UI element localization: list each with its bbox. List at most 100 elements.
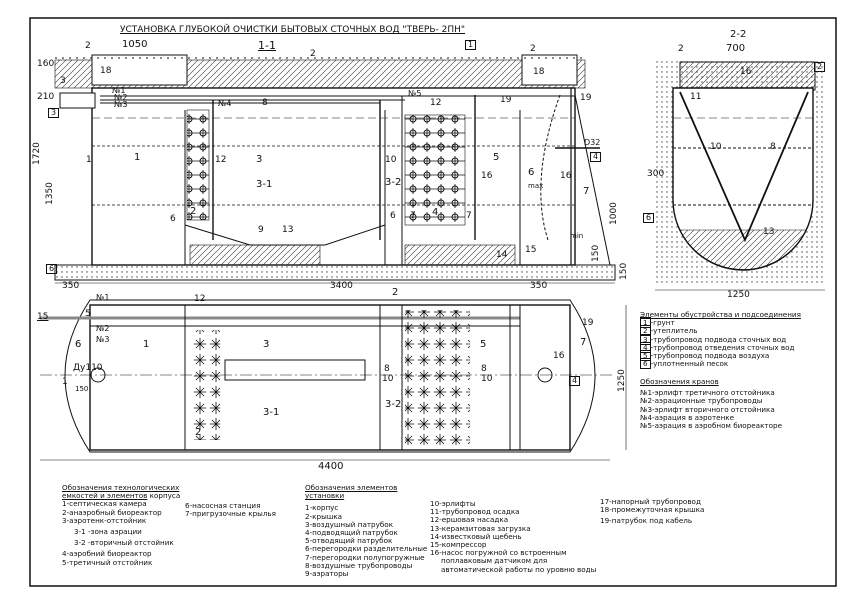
dim-1250-plan: 1250	[617, 369, 627, 392]
drawing-title: УСТАНОВКА ГЛУБОКОЙ ОЧИСТКИ БЫТОВЫХ СТОЧН…	[120, 25, 466, 35]
mark-8: 8	[384, 364, 390, 374]
legend-item: 5-трубопровод подвода воздуха	[640, 350, 801, 362]
legend-tanks-title: Обозначения технологических	[62, 483, 180, 492]
legend-tanks: Обозначения технологических емкостей и э…	[62, 483, 181, 567]
mark-10: 10	[382, 374, 394, 384]
section-1-1-label: 1-1	[258, 39, 276, 52]
mark-3: 3	[60, 76, 66, 86]
legend-item: 15-компрессор	[430, 540, 487, 550]
legend-item: 2-анаэробный биореактор	[62, 507, 162, 517]
dim-1000: 1000	[609, 202, 619, 225]
dim-150-plan: 150	[75, 385, 89, 393]
mark-10: 10	[481, 374, 493, 384]
valve-3: №3	[96, 335, 110, 344]
legend-elements: Обозначения элементов установки 1-корпус…	[305, 483, 428, 578]
legend-connections-title: Элементы обустройства и подсоединения	[640, 310, 801, 319]
zone-6: 6	[528, 167, 535, 178]
mark-10: 10	[385, 155, 397, 165]
legend-item: 6-уплотненный песок	[640, 358, 801, 370]
valve-3: №3	[114, 100, 128, 109]
legend-item: 19-патрубок под кабель	[600, 516, 693, 526]
mark-6: 6	[170, 214, 176, 224]
dim-300: 300	[647, 169, 665, 179]
mark-9: 9	[258, 225, 264, 235]
legend-valves-title: Обозначения кранов	[640, 377, 719, 386]
mark-2: 2	[678, 44, 684, 54]
legend-tanks-title-2: емкостей и элементов	[62, 491, 148, 501]
legend-item: 7-пригрузочные крылья	[185, 509, 276, 519]
mark-12: 12	[194, 294, 206, 304]
pipe-d32-label: D32	[584, 138, 601, 147]
mark-6: 6	[390, 211, 396, 221]
legend-tanks-title-suffix: корпуса	[147, 491, 181, 501]
legend-item: 3-трубопровод подвода сточных вод	[640, 333, 801, 345]
mark-19: 19	[500, 95, 512, 105]
mark-14: 14	[496, 250, 508, 260]
mark-12: 12	[430, 98, 442, 108]
boxed-mark-6: 6	[643, 213, 655, 223]
mark-16: 16	[553, 351, 565, 361]
legend-item: поплавковым датчиком для	[441, 556, 548, 566]
legend-item: 4-подводящий патрубок	[305, 528, 398, 538]
zone-3: 3	[263, 339, 270, 350]
mark-11: 11	[690, 92, 702, 102]
mark-8: 8	[770, 142, 776, 152]
valve-4: №4	[218, 99, 232, 108]
legend-item: 3-2 -вторичный отстойник	[74, 538, 174, 548]
section-2-2-label: 2-2	[730, 29, 747, 40]
valve-1: №1	[96, 293, 110, 302]
dim-1050: 1050	[122, 39, 148, 50]
mark-13: 13	[282, 225, 294, 235]
legend-item: 12-ершовая насадка	[430, 515, 509, 525]
legend-item: 3-аэротенк-отстойник	[62, 515, 147, 525]
zone-1: 1	[143, 339, 150, 350]
legend-item: 1-корпус	[305, 503, 339, 513]
plan-view	[40, 282, 825, 461]
mark-7: 7	[410, 211, 416, 221]
legend-item: 5-отводящий патрубок	[305, 536, 393, 546]
boxed-mark-4: 4	[590, 152, 602, 162]
valve-1: №1	[112, 86, 126, 95]
zone-3: 3	[256, 154, 263, 165]
du110-label: Ду110	[73, 363, 103, 373]
mark-10-2: 10	[710, 142, 722, 152]
legend-item: 14-известковый щебень	[430, 531, 522, 541]
mark-16: 16	[740, 67, 752, 77]
dim-150-a: 150	[591, 244, 601, 262]
legend-item: 10-эрлифты	[430, 499, 476, 508]
legend-item: 13-керамзитовая загрузка	[430, 523, 531, 533]
legend-item: 6-перегородки разделительные	[305, 544, 428, 554]
boxed-mark-6: 6	[46, 264, 58, 274]
mark-8: 8	[262, 98, 268, 108]
legend-elements-col2: 10-эрлифты 11-трубопровод осадка 12-ершо…	[430, 499, 597, 574]
dim-700: 700	[726, 43, 746, 54]
valve-2: №2	[96, 324, 110, 333]
legend-item: №4-аэрация в аэротенке	[640, 412, 735, 422]
mark-15: 15	[37, 312, 49, 322]
legend-elements-title: Обозначения элементов	[305, 483, 398, 492]
zone-3-2: 3-2	[385, 399, 402, 410]
dim-1250: 1250	[727, 290, 750, 300]
zone-5: 5	[493, 152, 500, 163]
dim-1720: 1720	[32, 142, 42, 165]
zone-3-2: 3-2	[385, 177, 402, 188]
legend-item: 7-перегородки полупогружные	[305, 552, 425, 562]
valve-5: №5	[408, 89, 422, 98]
legend-valves: Обозначения кранов №1-эрлифт третичного …	[640, 377, 782, 431]
dim-150-b: 150	[619, 262, 629, 280]
legend-item: 16-насос погружной со встроенным	[430, 548, 567, 558]
zone-5: 5	[480, 339, 487, 350]
legend-item: автоматической работы по уровню воды	[441, 564, 597, 574]
dim-3400: 3400	[330, 281, 353, 291]
legend-item: 1-септическая камера	[62, 499, 147, 509]
mark-2: 2	[530, 44, 536, 54]
mark-18: 18	[100, 66, 112, 76]
mark-19: 19	[582, 318, 594, 328]
legend-elements-title-2: установки	[305, 491, 345, 501]
zone-7: 7	[583, 186, 590, 197]
legend-item: №5-аэрация в аэробном биореакторе	[640, 421, 782, 431]
mark-1: 1	[86, 155, 92, 165]
sheet-frame	[29, 17, 837, 587]
